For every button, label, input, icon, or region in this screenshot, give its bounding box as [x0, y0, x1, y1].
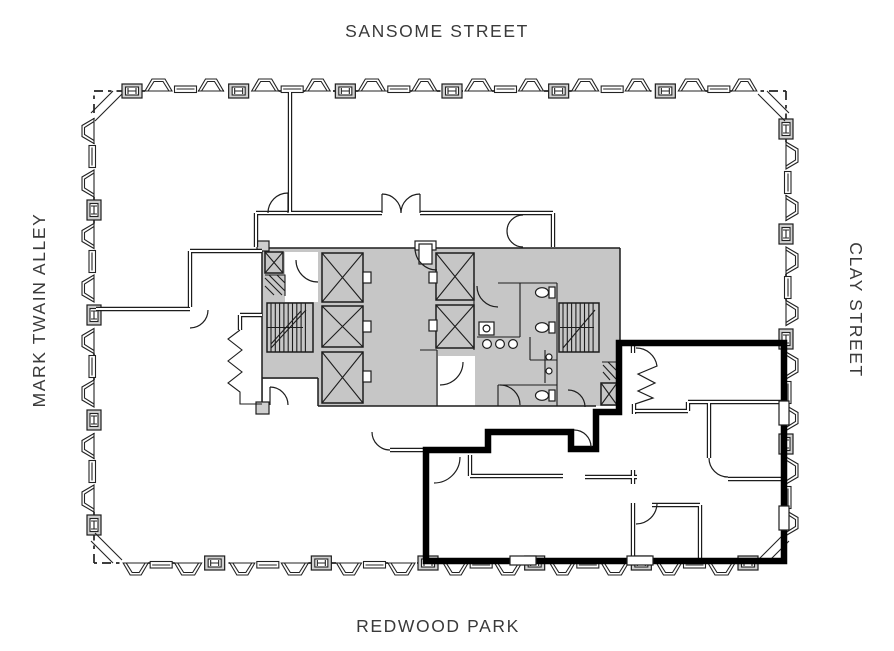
highlighted-suite	[422, 339, 790, 566]
suite-outline	[422, 339, 788, 565]
corner-chamfers	[90, 90, 790, 564]
sink-icon	[478, 321, 553, 375]
perimeter-edge-sansome	[94, 78, 786, 99]
window-mullions	[509, 400, 790, 566]
street-label-bottom: REDWOOD PARK	[356, 616, 520, 636]
toilet-icon	[534, 286, 556, 402]
door-arcs	[189, 192, 729, 525]
folding-door	[634, 347, 658, 405]
street-label-left: MARK TWAIN ALLEY	[29, 213, 49, 408]
street-label-right: CLAY STREET	[846, 242, 866, 378]
restrooms	[420, 282, 558, 406]
core-entry-frame	[414, 240, 437, 265]
core-pier	[255, 401, 270, 415]
accordion-partition	[227, 329, 262, 405]
street-labels: SANSOME STREET REDWOOD PARK MARK TWAIN A…	[29, 21, 866, 636]
interior-walls	[96, 92, 782, 560]
elevator-bank	[264, 251, 618, 406]
perimeter-edge-marktwain	[81, 91, 102, 563]
street-label-top: SANSOME STREET	[345, 21, 529, 41]
building-core	[255, 240, 621, 415]
core-outline	[261, 247, 621, 407]
suite-entry-door	[573, 429, 592, 448]
